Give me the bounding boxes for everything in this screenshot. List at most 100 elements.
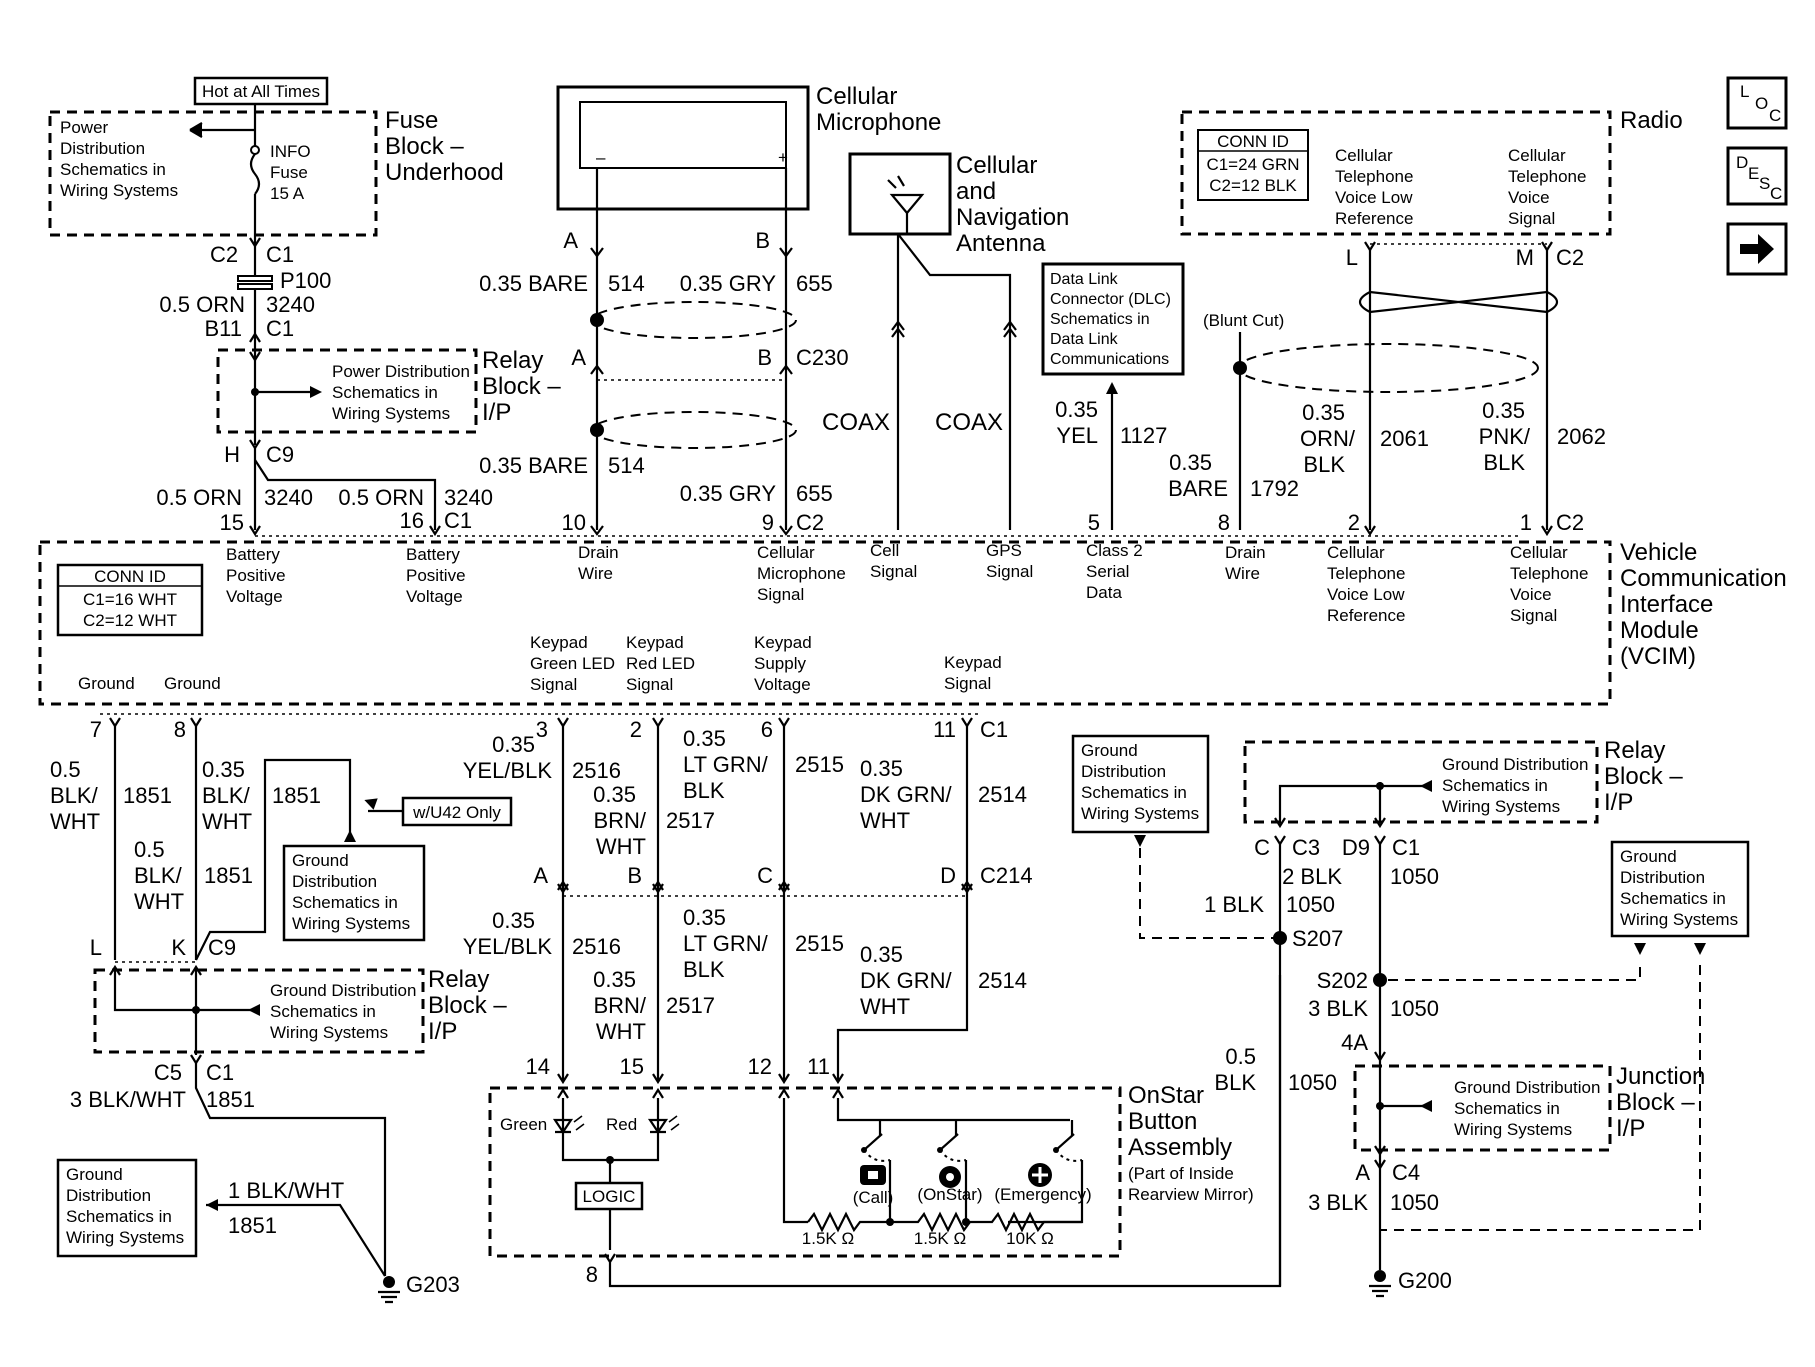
- power-distribution-note: Power Distribution Schematics in Wiring …: [60, 118, 178, 200]
- svg-text:Rearview Mirror): Rearview Mirror): [1128, 1185, 1254, 1204]
- svg-text:12: 12: [748, 1054, 772, 1079]
- svg-text:Red: Red: [606, 1115, 637, 1134]
- svg-text:Data Link: Data Link: [1050, 331, 1119, 348]
- next-button[interactable]: [1726, 222, 1788, 276]
- svg-text:0.35: 0.35: [593, 782, 636, 807]
- svg-text:11: 11: [807, 1054, 830, 1079]
- svg-text:16: 16: [400, 508, 424, 533]
- emergency-button-icon[interactable]: [1028, 1163, 1052, 1187]
- svg-text:BLK: BLK: [1483, 450, 1525, 475]
- svg-text:PNK/: PNK/: [1479, 424, 1531, 449]
- svg-text:Green: Green: [500, 1115, 547, 1134]
- c214-label: C214: [980, 863, 1033, 888]
- svg-text:Wiring Systems: Wiring Systems: [66, 1228, 184, 1247]
- radio-box: [1180, 110, 1612, 236]
- svg-text:Schematics in: Schematics in: [60, 160, 166, 179]
- loc-button[interactable]: L-O-C L O C: [1726, 76, 1788, 130]
- svg-text:2517: 2517: [666, 993, 715, 1018]
- svg-text:0.5 ORN: 0.5 ORN: [159, 292, 245, 317]
- svg-text:BRN/: BRN/: [593, 993, 646, 1018]
- svg-text:WHT: WHT: [596, 1019, 646, 1044]
- svg-text:8: 8: [586, 1262, 598, 1287]
- svg-text:+: +: [778, 148, 788, 167]
- svg-text:Button: Button: [1128, 1108, 1197, 1135]
- svg-text:Microphone: Microphone: [816, 109, 941, 136]
- svg-text:BLK/: BLK/: [134, 863, 183, 888]
- hot-at-all-times-label: Hot at All Times: [202, 82, 320, 101]
- svg-text:A: A: [571, 345, 586, 370]
- svg-text:Block –: Block –: [385, 133, 464, 160]
- svg-text:Distribution: Distribution: [60, 139, 145, 158]
- svg-text:BLK/: BLK/: [202, 783, 251, 808]
- svg-text:0.35: 0.35: [1482, 398, 1525, 423]
- svg-text:11: 11: [933, 717, 956, 742]
- svg-text:655: 655: [796, 271, 833, 296]
- svg-text:1 BLK/WHT: 1 BLK/WHT: [228, 1178, 344, 1203]
- svg-text:2515: 2515: [795, 752, 844, 777]
- svg-text:0.35: 0.35: [1055, 397, 1098, 422]
- vcim-bottom-pin-label-0: Ground: [78, 674, 135, 693]
- svg-text:Ground Distribution: Ground Distribution: [1454, 1078, 1600, 1097]
- svg-text:Block –: Block –: [428, 992, 507, 1019]
- svg-text:YEL/BLK: YEL/BLK: [463, 934, 553, 959]
- svg-text:COAX: COAX: [822, 409, 890, 436]
- svg-text:1851: 1851: [204, 863, 253, 888]
- vcim-top-pin-labels: BatteryPositiveVoltageBatteryPositiveVol…: [226, 541, 1588, 625]
- svg-text:B11: B11: [204, 316, 242, 341]
- svg-text:Reference: Reference: [1335, 209, 1413, 228]
- svg-text:K: K: [171, 935, 186, 960]
- desc-button[interactable]: D-E-S-C D E S C: [1726, 146, 1788, 206]
- vcim-top-pin-label-9: Signal: [1510, 606, 1557, 625]
- green-led-icon: [552, 1115, 585, 1134]
- logic-label: LOGIC: [583, 1187, 636, 1206]
- svg-text:0.35: 0.35: [492, 732, 535, 757]
- svg-text:9: 9: [762, 510, 774, 535]
- antenna-icon: [887, 175, 925, 234]
- svg-text:(Call): (Call): [853, 1188, 894, 1207]
- svg-text:Signal: Signal: [1508, 209, 1555, 228]
- svg-text:3240: 3240: [264, 485, 313, 510]
- svg-text:Schematics in: Schematics in: [270, 1002, 376, 1021]
- svg-text:CONN ID: CONN ID: [1217, 132, 1289, 151]
- s202-label: S202: [1317, 968, 1368, 993]
- svg-text:S: S: [1759, 174, 1770, 193]
- svg-text:2517: 2517: [666, 808, 715, 833]
- svg-text:Distribution: Distribution: [292, 872, 377, 891]
- vcim-top-pin-label-9: Voice: [1510, 585, 1552, 604]
- vcim-top-pin-label-8: Cellular: [1327, 543, 1385, 562]
- svg-text:and: and: [956, 178, 996, 205]
- svg-text:C: C: [1254, 835, 1270, 860]
- svg-text:Assembly: Assembly: [1128, 1134, 1232, 1161]
- vcim-top-pin-label-2: Drain: [578, 543, 619, 562]
- vcim-bottom-pin-label-3: Red LED: [626, 654, 695, 673]
- svg-text:WHT: WHT: [860, 994, 910, 1019]
- svg-text:COAX: COAX: [935, 409, 1003, 436]
- call-button-icon[interactable]: [860, 1165, 886, 1185]
- svg-text:1792: 1792: [1250, 476, 1299, 501]
- svg-text:C2=12 BLK: C2=12 BLK: [1209, 176, 1297, 195]
- fuse-label: INFO: [270, 142, 311, 161]
- onstar-title: OnStar Button Assembly (Part of Inside R…: [1128, 1082, 1254, 1204]
- svg-text:ORN/: ORN/: [1300, 426, 1356, 451]
- svg-text:10: 10: [562, 510, 586, 535]
- svg-text:B: B: [755, 228, 770, 253]
- vcim-bottom-pin-label-2: Green LED: [530, 654, 615, 673]
- svg-text:5: 5: [1088, 510, 1100, 535]
- vcim-top-pin-label-0: Voltage: [226, 587, 283, 606]
- svg-text:Ground Distribution: Ground Distribution: [270, 981, 416, 1000]
- svg-text:Ground: Ground: [292, 851, 349, 870]
- svg-text:Antenna: Antenna: [956, 230, 1046, 257]
- svg-text:C1: C1: [206, 1060, 234, 1085]
- vcim-bottom-pin-label-4: Voltage: [754, 675, 811, 694]
- svg-text:Distribution: Distribution: [1081, 762, 1166, 781]
- svg-text:655: 655: [796, 481, 833, 506]
- svg-text:BLK/: BLK/: [50, 783, 99, 808]
- svg-text:C2: C2: [1556, 510, 1584, 535]
- onstar-button-icon[interactable]: [939, 1166, 961, 1188]
- svg-text:0.35: 0.35: [492, 908, 535, 933]
- svg-text:3: 3: [536, 717, 548, 742]
- svg-text:Underhood: Underhood: [385, 159, 504, 186]
